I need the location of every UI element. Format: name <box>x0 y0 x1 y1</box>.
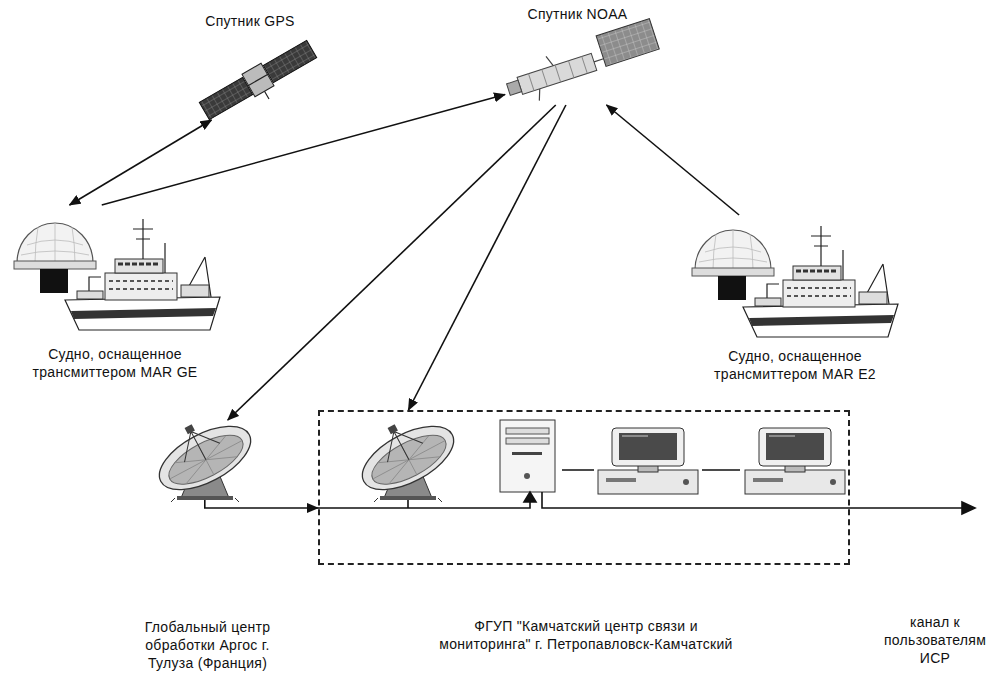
signal-arrow <box>607 105 740 215</box>
noaa-satellite <box>596 19 659 67</box>
noaa-satellite <box>501 19 663 109</box>
computer-tower <box>524 473 530 479</box>
noaa-satellite <box>527 40 610 101</box>
node-label: Спутник NOAA <box>505 5 650 23</box>
channel-label: канал к пользователям ИСР <box>880 613 990 667</box>
network-wire <box>562 469 740 471</box>
gps-satellite <box>199 77 252 119</box>
network-wire <box>524 492 536 502</box>
ship-node: Судно, оснащенное трансмиттером MAR E2 <box>678 215 913 340</box>
ship-picture <box>692 226 898 337</box>
noaa-satellite <box>517 53 597 94</box>
computer-tower <box>500 420 555 492</box>
ground-station-node: Глобальный центр обработки Аргос г. Тулу… <box>140 420 275 500</box>
gps-satellite <box>198 38 323 130</box>
computer-tower <box>500 420 555 492</box>
antenna-dish <box>144 403 260 503</box>
signal-arrow <box>205 500 318 508</box>
network-wire <box>407 500 409 508</box>
node-label: Судно, оснащенное трансмиттером MAR GE <box>15 345 215 381</box>
monitoring-center-group: ФГУП "Камчатский центр связи и мониторин… <box>318 410 850 565</box>
gps-satellite <box>263 40 316 82</box>
satellite-node: Спутник GPS <box>195 45 305 120</box>
computer-monitor <box>598 428 698 494</box>
satellite-node: Спутник NOAA <box>505 35 650 105</box>
network-wire <box>318 494 530 508</box>
network-wire <box>542 492 972 508</box>
node-label: Глобальный центр обработки Аргос г. Тулу… <box>125 618 290 672</box>
network-wire <box>318 470 975 514</box>
ship-node: Судно, оснащенное трансмиттером MAR GE <box>5 205 220 335</box>
network-wire <box>962 502 975 514</box>
gps-satellite <box>248 74 280 105</box>
computer-monitor <box>745 428 845 494</box>
noaa-satellite <box>528 56 587 90</box>
noaa-satellite <box>507 80 522 95</box>
signal-arrow <box>102 95 505 206</box>
ship-picture <box>14 219 220 330</box>
computer-tower <box>506 438 549 444</box>
node-label: Судно, оснащенное трансмиттером MAR E2 <box>695 347 895 383</box>
signal-arrow <box>70 120 212 205</box>
signal-arrow <box>408 105 565 410</box>
computer-tower <box>506 428 549 434</box>
computer-tower <box>512 452 542 455</box>
node-label: Спутник GPS <box>180 12 320 30</box>
node-label: ФГУП "Камчатский центр связи и мониторин… <box>436 617 736 653</box>
antenna-dish <box>347 403 463 503</box>
signal-arrow <box>228 105 556 420</box>
